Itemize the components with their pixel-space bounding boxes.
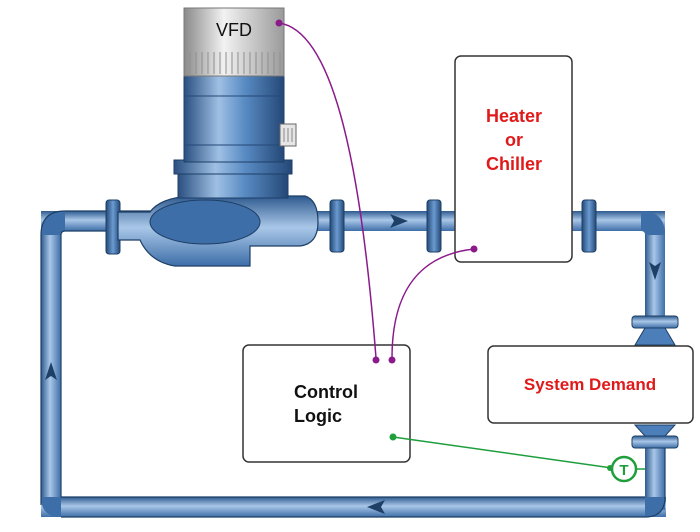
pipe-corner-top-right (641, 211, 665, 235)
signal-wires (278, 22, 645, 470)
terminal-control-b (388, 356, 396, 364)
or-label: or (505, 130, 523, 150)
chiller-label: Chiller (486, 154, 542, 174)
logic-label: Logic (294, 406, 342, 426)
flow-arrow-left-icon (45, 362, 57, 380)
control-logic-unit: Control Logic (242, 344, 411, 463)
vfd-label: VFD (216, 20, 252, 40)
vfd-housing (183, 7, 285, 77)
motor-body (183, 75, 285, 163)
flange-heater-outlet (581, 199, 597, 253)
flange-heater-inlet (426, 199, 442, 253)
temperature-sensor: T (610, 455, 638, 483)
flange-pump-outlet (329, 199, 345, 253)
vfd-fins (189, 52, 281, 74)
pipe-corner-bottom-left (41, 497, 61, 517)
flow-arrows (45, 214, 661, 514)
reducer-demand-bottom (633, 424, 677, 437)
pipe-flanges (105, 199, 679, 449)
terminal-vfd (275, 19, 283, 27)
system-demand-unit: System Demand (487, 345, 694, 424)
pump-pedestal (177, 171, 289, 199)
control-logic-box (242, 344, 411, 463)
heater-label: Heater (486, 106, 542, 126)
system-demand-box (487, 345, 694, 424)
pump: VFD (117, 7, 319, 267)
sensor-label: T (619, 462, 628, 479)
heater-chiller-box (454, 55, 573, 263)
flow-arrow-top-icon (390, 214, 408, 228)
terminal-heater (470, 245, 478, 253)
pipe-left (41, 215, 61, 505)
heater-chiller-unit: Heater or Chiller (454, 55, 573, 263)
system-demand-label: System Demand (524, 375, 656, 394)
temperature-sensor-icon (610, 455, 638, 483)
wire-control-to-sensor (392, 436, 613, 469)
terminal-control-green (389, 433, 397, 441)
flow-arrow-bottom-icon (367, 500, 385, 514)
pipe-right-lower (645, 440, 665, 510)
terminal-control-a (372, 356, 380, 364)
pipe-bottom (41, 497, 666, 517)
control-label: Control (294, 382, 358, 402)
flange-demand-inlet (631, 315, 679, 329)
flange-demand-outlet (631, 435, 679, 449)
wire-vfd-to-control (278, 22, 377, 359)
flow-arrow-right-icon (649, 262, 661, 280)
reducer-demand-top (634, 327, 676, 346)
wire-heater-to-control (391, 248, 475, 359)
